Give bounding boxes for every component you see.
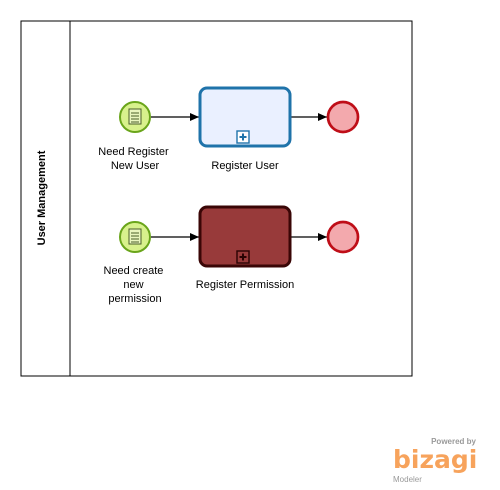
- task-register-user[interactable]: Register User: [198, 86, 292, 172]
- modeler-text: Modeler: [393, 475, 422, 484]
- end-event-register-user[interactable]: [326, 100, 360, 134]
- bizagi-logo: bizagi: [393, 445, 477, 474]
- document-icon: [128, 108, 142, 125]
- start-event-need-create-new-permission[interactable]: Need create new permission: [104, 221, 167, 305]
- lane-label: User Management: [36, 150, 48, 245]
- end-event-circle: [326, 100, 360, 134]
- task-label: Register User: [211, 160, 279, 172]
- bizagi-watermark: Powered by bizagi Modeler: [393, 437, 477, 484]
- pool[interactable]: User Management: [20, 20, 413, 377]
- subprocess-marker-icon: [236, 250, 250, 264]
- document-icon: [128, 228, 142, 245]
- task-label: Register Permission: [196, 279, 294, 291]
- start-event-label: Need create new permission: [104, 265, 167, 305]
- end-event-register-permission[interactable]: [326, 220, 360, 254]
- pool-border: [20, 20, 413, 377]
- task-register-permission[interactable]: Register Permission: [196, 205, 294, 291]
- start-event-label: Need Register New User: [98, 146, 171, 172]
- task-box: [198, 86, 292, 148]
- sequence-flows: [151, 113, 327, 241]
- subprocess-marker-icon: [236, 130, 250, 144]
- powered-by-text: Powered by: [431, 437, 476, 446]
- end-event-circle: [326, 220, 360, 254]
- start-event-need-register-new-user[interactable]: Need Register New User: [98, 101, 171, 172]
- task-box: [198, 205, 292, 268]
